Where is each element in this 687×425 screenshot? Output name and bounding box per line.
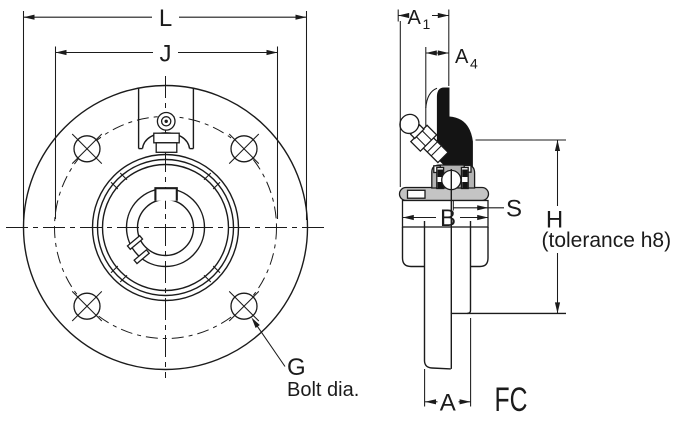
bearing-insert-section (431, 164, 476, 191)
dim-h-tolerance-note: (tolerance h8) (542, 229, 672, 252)
flank-right (470, 227, 489, 268)
bolt-holes (71, 133, 260, 322)
bolt-hole (228, 133, 260, 164)
dim-j-label: J (160, 41, 172, 68)
flange-outer-circle (22, 84, 309, 371)
dim-H: H (tolerance h8) (475, 139, 672, 314)
side-view: A 1 A 4 S B (397, 7, 672, 419)
flank-left (401, 227, 425, 268)
cast-lug-notches (110, 172, 221, 283)
dim-A1: A 1 (397, 7, 450, 187)
dim-l-label: L (159, 5, 172, 32)
dim-a-label: A (440, 390, 456, 417)
leader-caption-bolt-dia: Bolt dia. (287, 379, 359, 401)
dim-a1-label: A (408, 7, 422, 29)
front-view: L J G Bolt dia. (6, 5, 359, 401)
shaft-edge-left (423, 221, 451, 370)
dim-A4: A 4 (425, 46, 478, 104)
grease-nipple-front (153, 111, 180, 153)
dim-S: S (452, 196, 522, 223)
dim-a4-sub: 4 (470, 56, 478, 72)
bolt-hole (71, 133, 103, 164)
dim-h-label: H (546, 207, 563, 234)
bolt-dia-leader: G Bolt dia. (251, 317, 359, 401)
bolt-hole (228, 291, 260, 322)
dim-J: J (54, 41, 279, 219)
dim-B: B (402, 205, 489, 232)
cartridge-barrel (401, 199, 489, 228)
dim-a1-sub: 1 (423, 16, 431, 32)
bolt-hole (71, 291, 103, 322)
spigot-circle-2 (96, 158, 235, 297)
cartridge-and-shaft-section (401, 169, 566, 370)
leader-label-g: G (287, 354, 306, 381)
dim-A: A (424, 318, 472, 417)
spigot-circle-3 (101, 163, 230, 292)
grease-nipple-side (399, 113, 450, 164)
dim-b-label: B (440, 205, 456, 232)
keyway-slot (154, 187, 178, 201)
housing-skirt-right (467, 221, 472, 315)
dim-s-label: S (506, 196, 522, 223)
dim-a4-label: A (455, 46, 469, 68)
series-label-fc: FC (495, 381, 528, 419)
flange-bolt-hole-section (406, 189, 426, 199)
spigot-circle-1 (91, 153, 240, 302)
flange-plate-edge (398, 186, 490, 202)
set-screws (126, 234, 151, 265)
dim-L: L (22, 5, 308, 220)
